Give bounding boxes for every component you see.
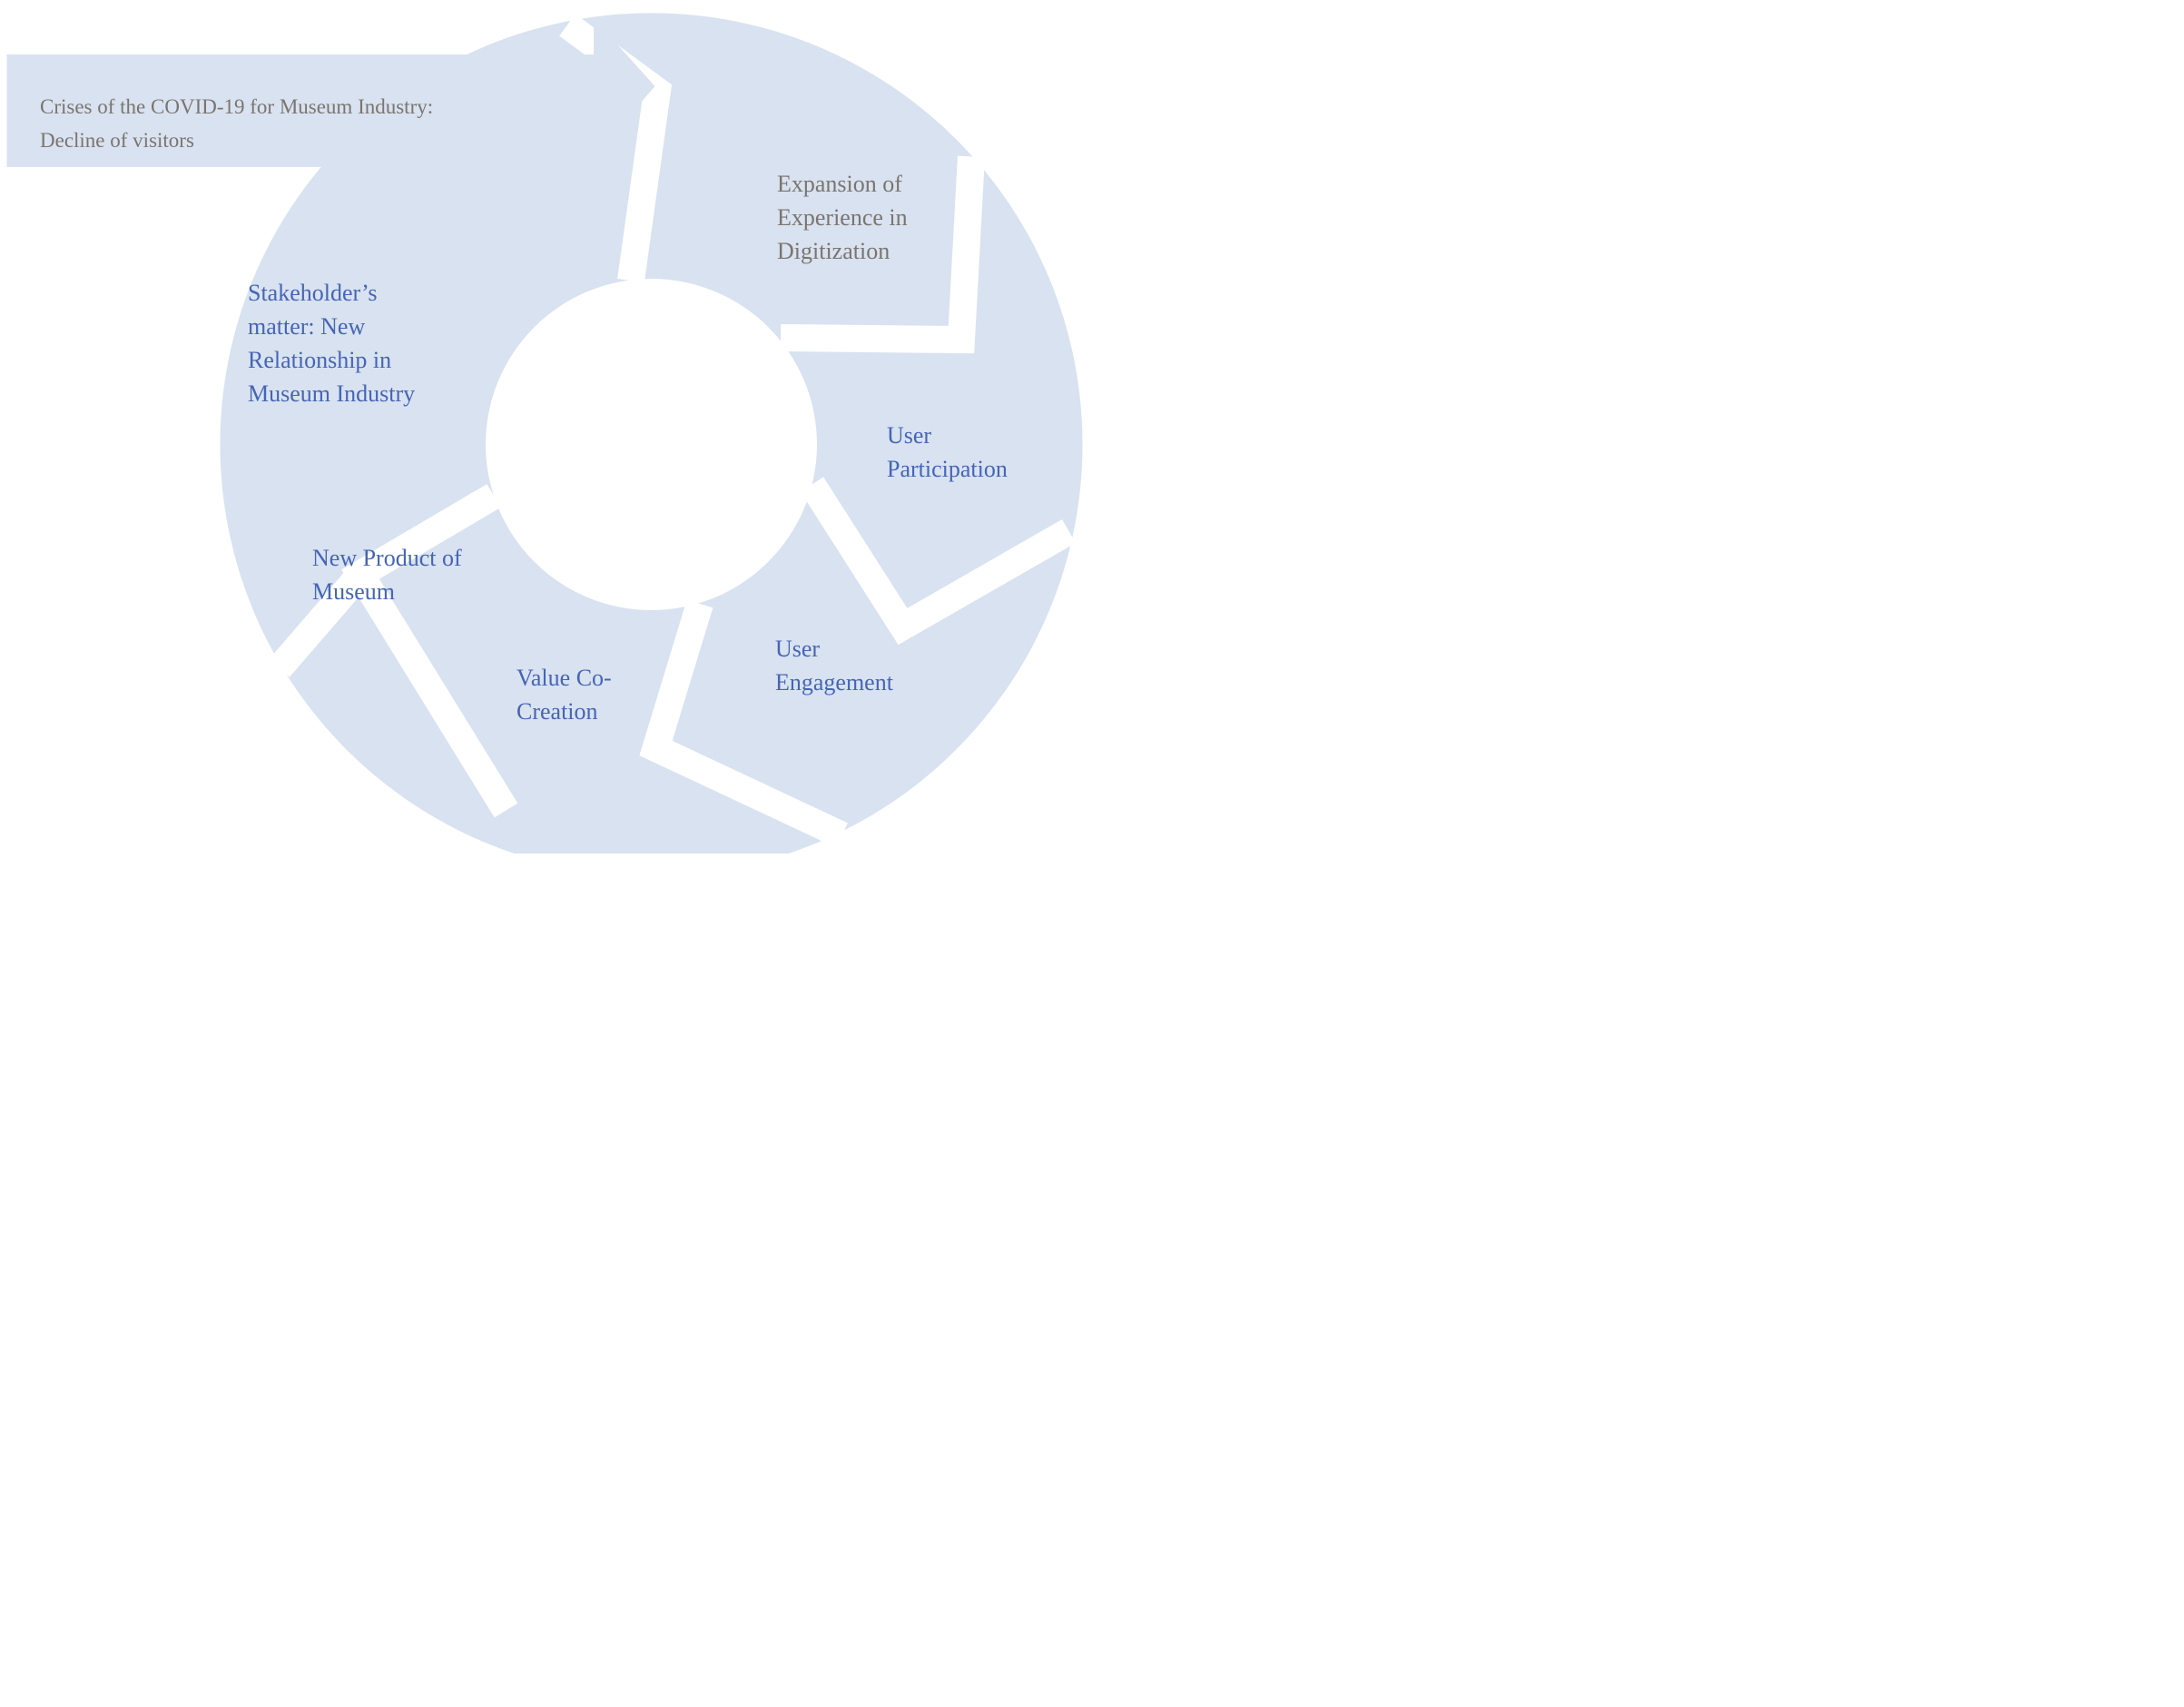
node-label-user-participation: User Participation [887, 422, 1008, 482]
node-label-new-product-of-museum: New Product of Museum [312, 545, 462, 605]
banner-label: Crises of the COVID-19 for Museum Indust… [40, 95, 434, 152]
node-label-value-co-creation: Value Co- Creation [516, 665, 612, 725]
gap-lower-right [800, 477, 1076, 646]
gap-left [269, 565, 371, 677]
cycle-ring-shape [220, 13, 1083, 854]
node-label-expansion-of-experience-in-digitization: Expansion of Experience in Digitization [777, 171, 908, 264]
node-label-user-engagement: User Engagement [775, 636, 893, 696]
cycle-diagram-svg [6, 13, 1083, 854]
node-label-stakeholders-matter: Stakeholder’s matter: New Relationship i… [248, 280, 416, 407]
cycle-diagram-canvas: Crises of the COVID-19 for Museum Indust… [0, 0, 1092, 854]
gap-upper-right [780, 155, 985, 354]
gap-bottom [639, 599, 848, 848]
banner-arrow-shape [6, 18, 655, 167]
